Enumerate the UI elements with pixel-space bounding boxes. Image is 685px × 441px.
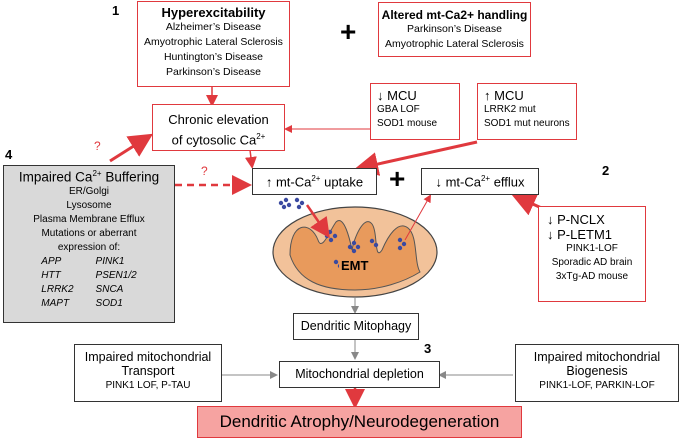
hyper-item: Amyotrophic Lateral Sclerosis [144,36,283,48]
label-number-1: 1 [112,3,120,18]
buffering-item: Mutations or aberrant [41,227,137,239]
mcu-up-title: ↑ MCU [484,88,524,103]
buffering-item: expression of: [57,241,121,253]
nclx-box: ↓ P-NCLX ↓ P-LETM1 PINK1-LOF Sporadic AD… [538,206,646,302]
chronic-line2: of cytosolic Ca [171,132,257,148]
gene-name: SOD1 [95,297,123,309]
transport-line2: Transport [121,364,175,378]
efflux-rest: efflux [490,174,525,190]
buffering-title-sup: 2+ [92,169,102,178]
arrow-uptake-into-mito [305,204,330,239]
buffering-item: ER/Golgi [68,185,109,197]
question-mark: ? [94,139,101,153]
gene-name: HTT [41,269,61,281]
hyper-item: Alzheimer’s Disease [165,21,262,33]
arrow-chronic-to-uptake [244,149,257,169]
final-outcome-box: Dendritic Atrophy/Neurodegeneration [197,406,522,438]
gene-column-right: PINK1 PSEN1/2 SNCA SOD1 [96,255,137,311]
arrow-mcuup-to-uptake [354,140,478,176]
final-outcome-label: Dendritic Atrophy/Neurodegeneration [219,412,500,431]
mitophagy-label: Dendritic Mitophagy [300,319,412,333]
emt-label: EMT [339,258,371,273]
transport-detail: PINK1 LOF, P-TAU [105,380,191,391]
depletion-box: Mitochondrial depletion [279,361,440,388]
hyper-item: Parkinson’s Disease [166,66,261,78]
gene-column-left: APP HTT LRRK2 MAPT [41,255,73,311]
arrow-efflux-out [404,194,431,241]
gene-name: PINK1 [95,255,125,267]
nclx-item: 3xTg-AD mouse [555,271,629,282]
gene-name: MAPT [41,297,70,309]
mcu-up-item: LRRK2 mut [484,104,536,115]
biogenesis-box: Impaired mitochondrial Biogenesis PINK1-… [515,344,679,402]
question-mark: ? [201,164,208,178]
nclx-line1: ↓ P-NCLX [547,212,605,227]
mcu-down-title: ↓ MCU [377,88,417,103]
gene-name: PSEN1/2 [95,269,137,281]
plus-sign: + [389,163,406,194]
gene-columns: APP HTT LRRK2 MAPT PINK1 PSEN1/2 SNCA SO… [4,255,174,311]
nclx-item: PINK1-LOF [566,243,618,254]
mcu-down-box: ↓ MCU GBA LOF SOD1 mouse [370,83,460,140]
gene-name: SNCA [95,283,124,295]
chronic-sup: 2+ [256,132,266,141]
efflux-label: ↓ mt-Ca [435,174,481,190]
nclx-item: Sporadic AD brain [551,257,633,268]
altered-title: Altered mt-Ca2+ handling [381,8,528,22]
buffering-item: Lysosome [66,199,112,211]
mcu-down-item: GBA LOF [377,104,420,115]
hyperexcitability-title: Hyperexcitability [161,5,266,20]
efflux-box: ↓ mt-Ca2+ efflux [421,168,539,195]
plus-sign: + [340,16,357,47]
altered-item: Amyotrophic Lateral Sclerosis [385,38,524,50]
biogenesis-detail: PINK1-LOF, PARKIN-LOF [539,380,655,391]
buffering-title-rest: Buffering [101,169,160,185]
buffering-item: Plasma Membrane Efflux [33,213,145,225]
gene-name: APP [41,255,62,267]
uptake-rest: uptake [320,174,364,190]
chronic-line1: Chronic elevation [168,112,269,127]
uptake-sup: 2+ [311,174,321,183]
mcu-up-box: ↑ MCU LRRK2 mut SOD1 mut neurons [477,83,577,140]
gene-name: LRRK2 [41,283,74,295]
hyperexcitability-box: Hyperexcitability Alzheimer’s Disease Am… [137,1,290,87]
biogenesis-line1: Impaired mitochondrial [533,350,661,364]
label-number-2: 2 [602,163,610,178]
buffering-title: Impaired Ca [18,169,93,185]
mitophagy-box: Dendritic Mitophagy [293,313,419,340]
transport-line1: Impaired mitochondrial [84,350,212,364]
impaired-buffering-box: Impaired Ca2+ Buffering ER/Golgi Lysosom… [3,165,175,323]
nclx-line2: ↓ P-LETM1 [547,227,613,242]
mcu-up-item: SOD1 mut neurons [484,118,570,129]
arrow-buffering-to-chronic [109,133,154,163]
efflux-sup: 2+ [480,174,491,183]
uptake-label: ↑ mt-Ca [265,174,312,190]
hyper-item: Huntington’s Disease [163,51,264,63]
uptake-box: ↑ mt-Ca2+ uptake [252,168,377,195]
chronic-elevation-box: Chronic elevation of cytosolic Ca2+ [152,104,285,151]
mcu-down-item: SOD1 mouse [377,118,438,129]
transport-box: Impaired mitochondrial Transport PINK1 L… [74,344,222,402]
depletion-label: Mitochondrial depletion [295,367,424,381]
altered-item: Parkinson’s Disease [407,23,502,35]
label-number-3: 3 [424,341,432,356]
label-number-4: 4 [5,147,13,162]
biogenesis-line2: Biogenesis [566,364,628,378]
altered-handling-box: Altered mt-Ca2+ handling Parkinson’s Dis… [378,2,531,57]
